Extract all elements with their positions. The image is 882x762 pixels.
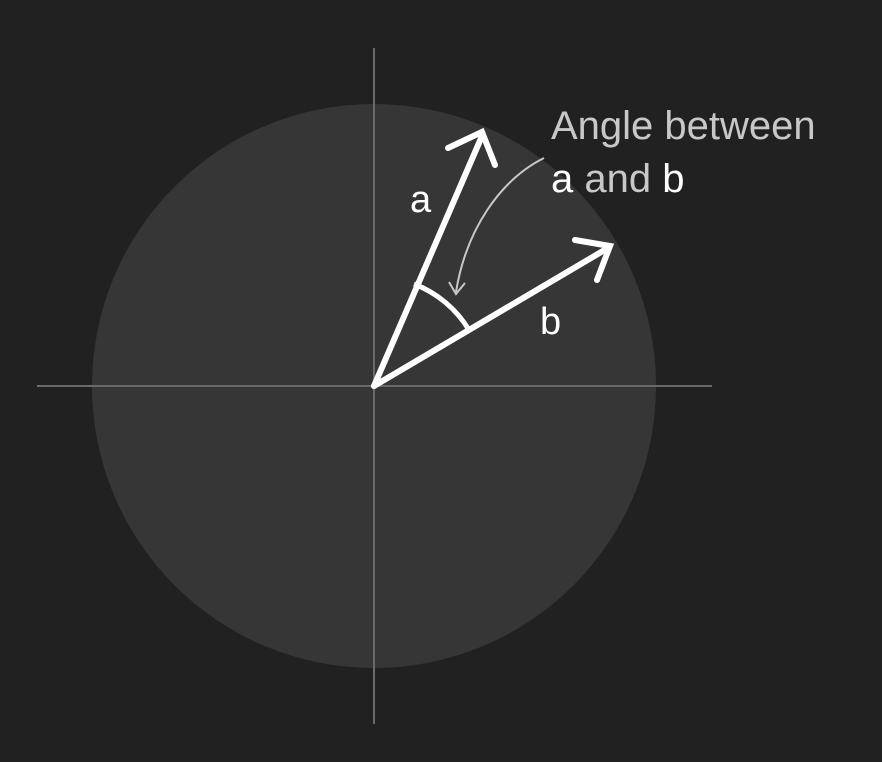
annotation-vector-a: a xyxy=(551,157,574,201)
annotation-line-2: a and b xyxy=(551,157,684,201)
annotation-and: and xyxy=(573,157,662,201)
vector-a xyxy=(371,127,498,389)
annotation-pointer-arrow xyxy=(455,157,545,293)
vector-b-shaft xyxy=(371,245,611,389)
annotation-vector-b: b xyxy=(662,157,684,201)
annotation-pointer-arrowhead xyxy=(448,281,466,296)
vector-b-label: b xyxy=(540,301,561,343)
vector-a-shaft xyxy=(371,133,485,389)
annotation-line-1: Angle between xyxy=(551,104,816,148)
angle-arc xyxy=(413,281,472,332)
vector-a-label: a xyxy=(410,179,432,221)
vector-b xyxy=(371,237,615,389)
vector-a-arrowhead xyxy=(445,127,498,168)
vector-b-arrowhead xyxy=(572,237,615,283)
